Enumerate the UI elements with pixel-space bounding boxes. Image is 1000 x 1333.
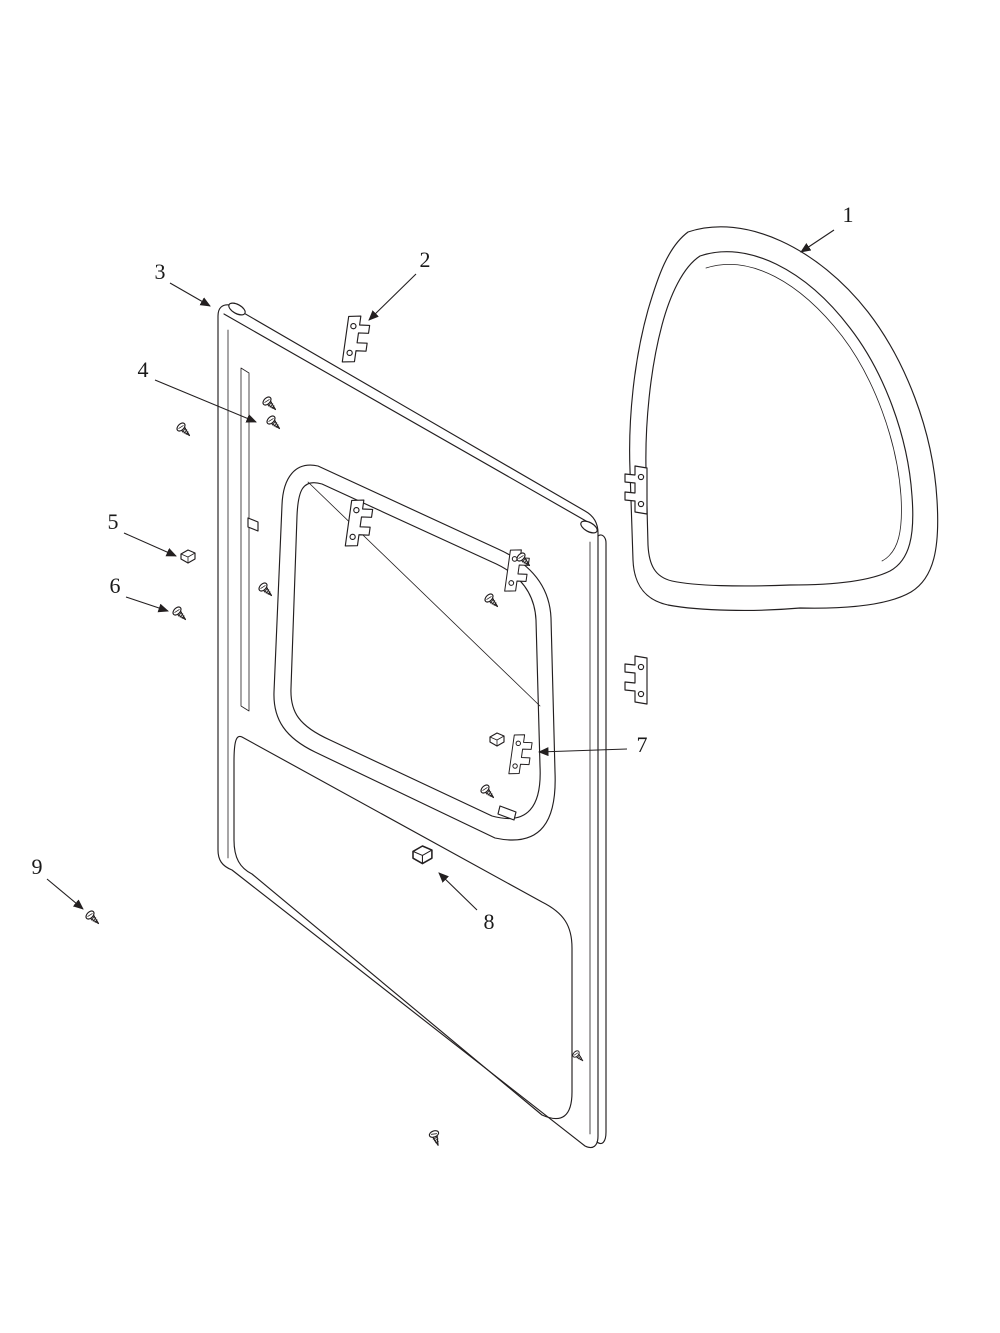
callout-label-8: 8 [484, 909, 495, 934]
seal-lip-line [705, 264, 902, 562]
screw-bottom-center [427, 1128, 444, 1148]
callout-leader-6 [125, 596, 169, 613]
screw-part-4b [264, 413, 284, 433]
screw-window-mid [482, 591, 502, 611]
seal-inner-outline [645, 251, 914, 587]
window-diagonal-line [307, 481, 541, 707]
seal-outer-outline [629, 226, 939, 611]
screw-left-upper [174, 420, 194, 440]
callout-label-2: 2 [420, 247, 431, 272]
callout-label-3: 3 [155, 259, 166, 284]
panel-right-flange [596, 534, 607, 1145]
front-panel-part [217, 302, 607, 1149]
hinge-channel-lines [240, 367, 250, 712]
panel-outer-outline [217, 304, 599, 1149]
screw-part-4a [260, 394, 280, 414]
callout-leader-7 [538, 747, 628, 757]
screw-lower-panel [571, 1049, 586, 1064]
hinge-bracket-right-upper [624, 465, 648, 515]
callout-label-9: 9 [32, 854, 43, 879]
hinge-channel-slot [247, 517, 259, 532]
window-opening-outline [290, 482, 541, 820]
callout-label-1: 1 [843, 202, 854, 227]
callout-label-5: 5 [108, 509, 119, 534]
clip-near-bracket-7 [489, 732, 505, 747]
callouts-layer: 1 2 3 4 5 6 7 8 9 [32, 202, 854, 934]
strike-bracket-window [504, 547, 531, 595]
door-seal-part [629, 226, 939, 611]
hinge-bracket-top [341, 313, 372, 366]
callout-leader-8 [438, 872, 478, 911]
callout-label-6: 6 [110, 573, 121, 598]
callout-label-7: 7 [637, 732, 648, 757]
clip-part-5 [180, 549, 196, 564]
lower-panel-outline [233, 735, 573, 1120]
panel-corner-cap-left [228, 302, 246, 316]
callout-leader-1 [800, 229, 835, 253]
callout-label-4: 4 [138, 357, 149, 382]
screw-part-9 [83, 908, 103, 928]
callout-leader-3 [169, 282, 211, 307]
bracket-part-7 [508, 732, 534, 777]
screw-window-lower [478, 782, 498, 802]
screw-part-6 [170, 604, 190, 624]
clip-part-8 [412, 845, 433, 865]
callout-leader-9 [46, 878, 84, 910]
clips [180, 549, 505, 865]
callout-leader-2 [368, 273, 417, 321]
callout-leader-5 [123, 532, 177, 557]
window-flange-outline [273, 464, 556, 841]
callout-leader-4 [154, 379, 257, 423]
hinge-bracket-right-lower [624, 655, 648, 705]
panel-slot [497, 805, 517, 821]
panel-top-edge-line [223, 313, 587, 522]
hinge-brackets [341, 313, 648, 777]
panel-corner-cap-right [580, 520, 598, 534]
screw-channel-lower [256, 580, 276, 600]
